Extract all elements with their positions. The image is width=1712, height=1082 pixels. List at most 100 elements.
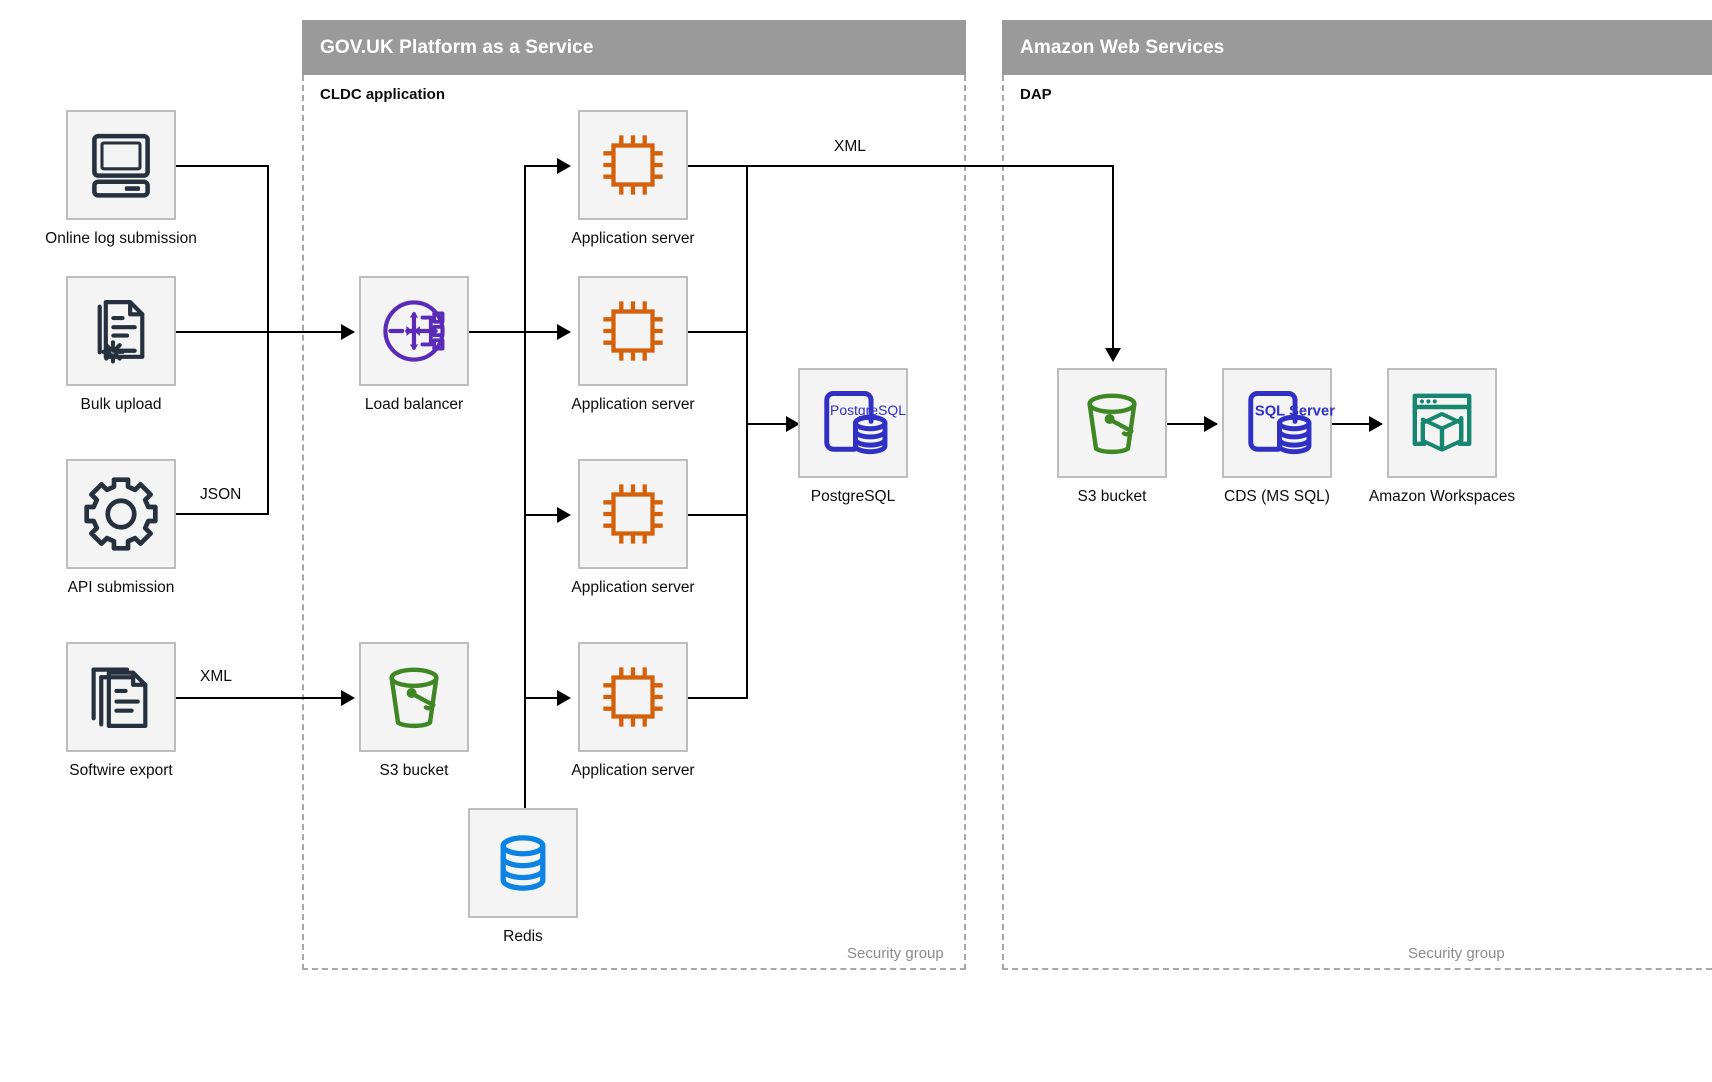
arrow-into-s3-aws [1105,348,1121,362]
amazon-workspaces-icon [1402,383,1482,463]
node-tile: PostgreSQL [798,368,908,478]
arrow-into-loadbalancer [341,324,355,340]
edge-appserver-fanout-bus [524,165,526,797]
arrow-into-appserver-3 [557,507,571,523]
cpu-chip-icon [594,126,672,204]
arrow-into-cds [1204,416,1218,432]
node-label: CDS (MS SQL) [1224,488,1330,505]
edge-trunk-vertical-bottom [267,331,269,515]
node-label: Load balancer [364,396,464,413]
node-api-submission[interactable]: API submission [66,459,176,596]
node-label: Application server [571,579,695,596]
zone-boundary-aws [1002,75,1712,970]
edge-bus-to-redis [524,697,526,811]
node-amazon-workspaces[interactable]: Amazon Workspaces [1369,368,1515,505]
node-online-log-submission[interactable]: Online log submission [45,110,197,247]
edge-bus-to-appserver-4 [524,697,559,699]
node-softwire-export[interactable]: Softwire export [66,642,176,779]
edge-appserver-4-to-db-bus [688,697,748,699]
edge-s3-to-cds [1167,423,1217,425]
edge-bulk-upload-to-loadbalancer [176,331,343,333]
zone-subtitle-dap: DAP [1020,86,1052,103]
edge-api-submission-to-trunk [176,513,269,515]
edge-appserver-1-to-db-bus [688,165,748,167]
edge-db-bus-to-postgresql [746,423,801,425]
node-s3-bucket-paas[interactable]: S3 bucket [359,642,469,779]
node-bulk-upload[interactable]: Bulk upload [66,276,176,413]
edge-loadbalancer-to-bus [469,331,526,333]
zone-header-aws: Amazon Web Services [1002,20,1712,75]
node-tile [578,276,688,386]
svg-text:SQL Server: SQL Server [1255,404,1335,420]
arrow-into-postgresql [786,416,800,432]
node-label: S3 bucket [379,762,449,779]
node-label: Amazon Workspaces [1368,488,1516,505]
s3-bucket-icon [374,657,454,737]
document-gear-icon [83,293,159,369]
security-group-label-aws: Security group [1408,945,1505,962]
sql-server-database-icon: SQL Server [1236,382,1335,464]
edge-trunk-vertical-top [267,165,269,332]
edge-label-xml-export: XML [830,138,870,156]
cpu-chip-icon [594,475,672,553]
edge-label-json: JSON [196,486,246,504]
s3-bucket-icon [1072,383,1152,463]
edge-online-log-to-trunk [176,165,269,167]
node-label: Application server [571,762,695,779]
edge-cds-to-workspaces [1332,423,1382,425]
node-label: Bulk upload [80,396,162,413]
node-redis[interactable]: Redis [468,808,578,945]
document-stack-icon [83,659,159,735]
node-application-server-2[interactable]: Application server [571,276,695,413]
node-tile [1057,368,1167,478]
redis-database-icon [490,830,556,896]
node-tile [66,459,176,569]
node-cds-ms-sql[interactable]: SQL Server CDS (MS SQL) [1222,368,1335,505]
node-load-balancer[interactable]: Load balancer [359,276,469,413]
node-label: PostgreSQL [810,488,896,505]
arrow-into-appserver-1 [557,158,571,174]
edge-label-xml-softwire: XML [196,668,236,686]
postgresql-database-icon: PostgreSQL [812,382,906,464]
zone-title-aws: Amazon Web Services [1020,36,1225,58]
arrow-into-workspaces [1369,416,1383,432]
node-label: Softwire export [69,762,173,779]
node-label: Application server [571,396,695,413]
node-tile [578,642,688,752]
node-label: S3 bucket [1077,488,1147,505]
node-tile [578,110,688,220]
cpu-chip-icon [594,658,672,736]
node-application-server-1[interactable]: Application server [571,110,695,247]
node-tile [66,276,176,386]
zone-header-paas: GOV.UK Platform as a Service [302,20,966,75]
arrow-into-appserver-4 [557,690,571,706]
node-tile [468,808,578,918]
gear-icon [82,475,160,553]
node-postgresql[interactable]: PostgreSQL PostgreSQL [798,368,908,505]
edge-appserver-3-to-db-bus [688,514,748,516]
edge-bus-to-appserver-2 [524,331,559,333]
arrow-into-s3-paas [341,690,355,706]
node-tile [578,459,688,569]
security-group-label-paas: Security group [847,945,944,962]
edge-bus-to-appserver-3 [524,514,559,516]
node-label: Redis [503,928,543,945]
node-label: Online log submission [45,230,197,247]
node-application-server-4[interactable]: Application server [571,642,695,779]
edge-xml-down-to-s3-aws [1112,165,1114,350]
desktop-computer-icon [83,127,159,203]
node-application-server-3[interactable]: Application server [571,459,695,596]
load-balancer-icon [372,289,456,373]
node-tile [359,642,469,752]
node-tile [66,110,176,220]
node-s3-bucket-aws[interactable]: S3 bucket [1057,368,1167,505]
node-tile [66,642,176,752]
node-tile: SQL Server [1222,368,1335,478]
edge-softwire-to-s3 [176,697,343,699]
node-tile [1387,368,1497,478]
edge-db-collector-bus [746,165,748,697]
zone-boundary-paas [302,75,966,970]
svg-text:PostgreSQL: PostgreSQL [830,402,906,418]
cpu-chip-icon [594,292,672,370]
